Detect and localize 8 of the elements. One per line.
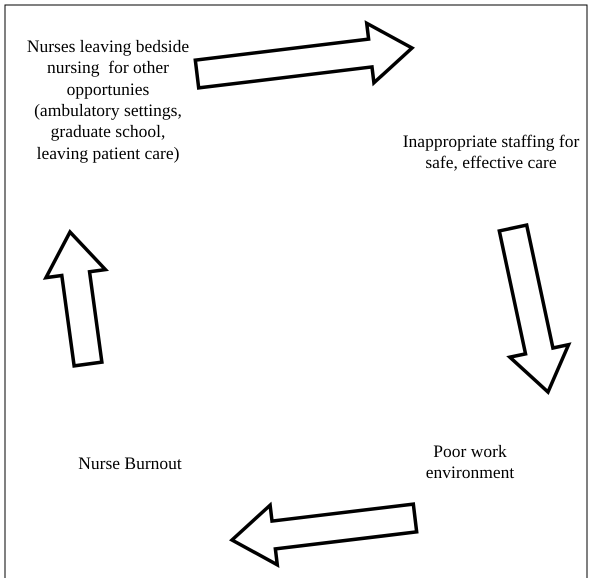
block-arrow (42, 229, 109, 368)
node-label: Nurses leaving bedside nursing for other opportunies (ambulatory settings, graduate school, leaving patient care) (26, 36, 190, 164)
block-arrow (193, 20, 415, 90)
node-label: Inappropriate staffing for safe, effective care (402, 130, 580, 174)
node-label: Poor work environment (424, 440, 516, 484)
block-arrow (229, 502, 419, 568)
node-label: Nurse Burnout (78, 453, 182, 475)
block-arrow (497, 223, 572, 395)
